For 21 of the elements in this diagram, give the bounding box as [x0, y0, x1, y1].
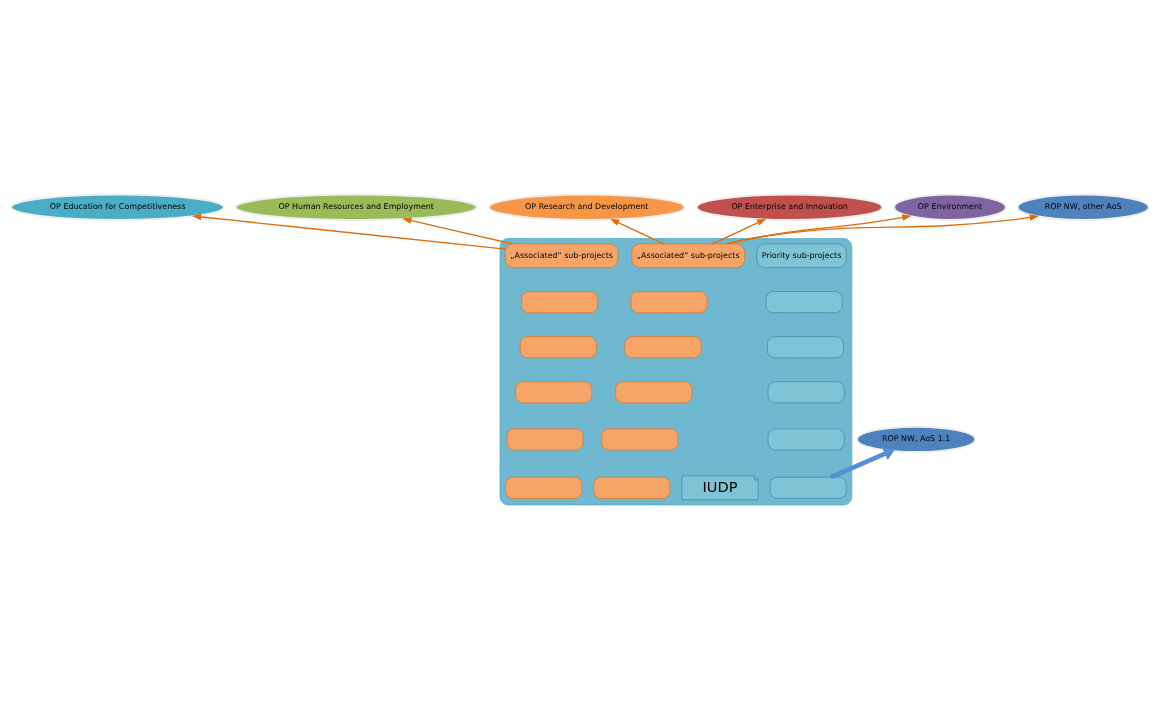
arrow [711, 218, 767, 244]
node-box [767, 335, 844, 358]
cluster [499, 237, 853, 505]
node-box [593, 476, 671, 499]
node-box [506, 427, 584, 450]
node-box [519, 335, 597, 358]
node-box [767, 380, 845, 403]
arrow [402, 216, 514, 244]
arrow [725, 213, 1040, 244]
node-box [515, 380, 593, 403]
node-box [765, 290, 843, 313]
arrow [191, 213, 506, 250]
node-box [769, 476, 847, 499]
node-box [630, 290, 708, 313]
node-box [521, 290, 599, 313]
node-box [767, 427, 845, 450]
arrow [609, 218, 665, 244]
node-box [624, 335, 702, 358]
node-box [601, 427, 679, 450]
node-box [505, 476, 583, 499]
node-box [615, 380, 693, 403]
